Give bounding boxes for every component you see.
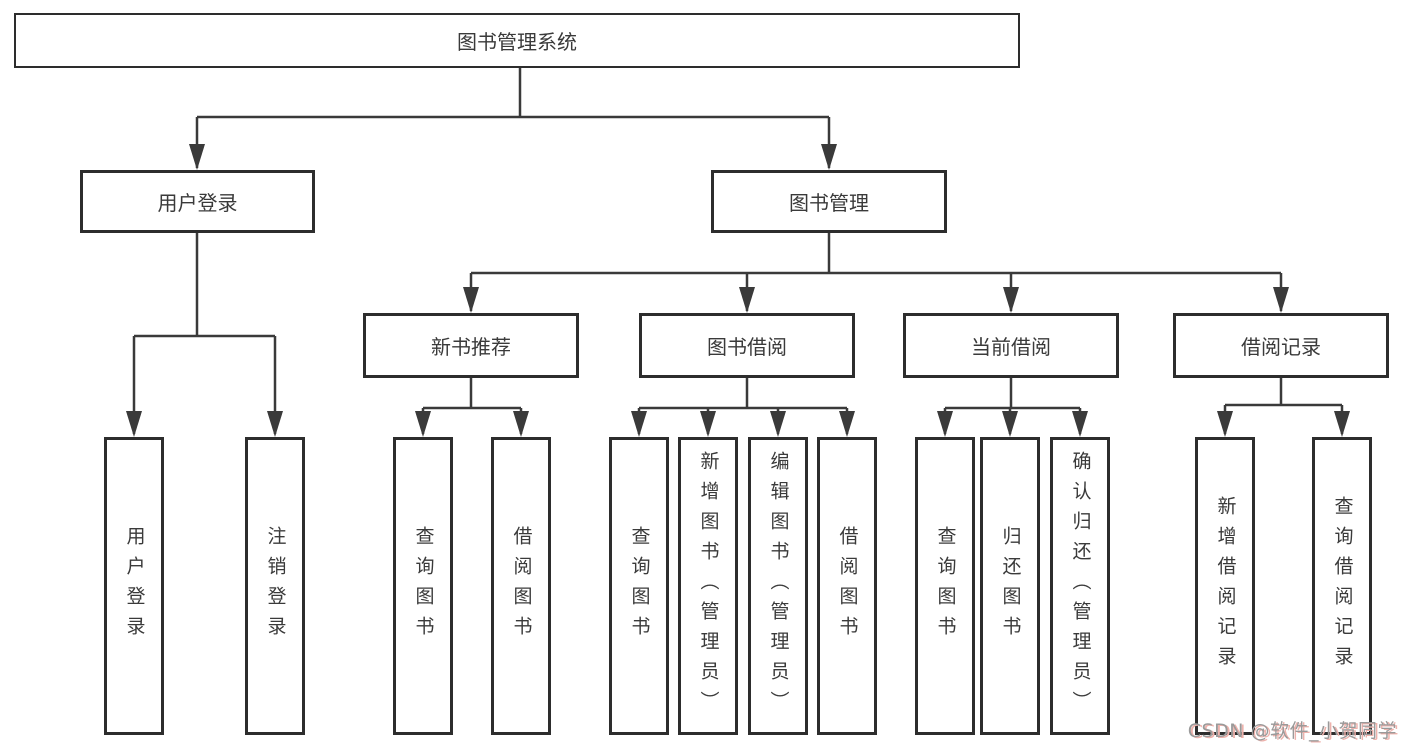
node-leaf-confirm-return-admin-label: 确认归还（管理员） [1069, 451, 1092, 721]
connector-new-book-recommendation-to-children [421, 378, 523, 434]
node-new-book-recommendation: 新书推荐 [363, 313, 579, 378]
node-leaf-borrow-books-recommendation-label: 借阅图书 [510, 526, 533, 646]
node-current-borrowing: 当前借阅 [903, 313, 1119, 378]
node-leaf-query-borrow-record: 查询借阅记录 [1312, 437, 1372, 735]
node-leaf-edit-books-admin: 编辑图书（管理员） [748, 437, 808, 735]
node-root-label: 图书管理系统 [457, 30, 577, 54]
node-new-book-recommendation-label: 新书推荐 [431, 335, 511, 359]
node-leaf-query-books-current: 查询图书 [915, 437, 975, 735]
node-leaf-query-books-recommendation-label: 查询图书 [412, 526, 435, 646]
connector-book-borrowing-to-children [637, 378, 849, 434]
node-leaf-add-books-admin-label: 新增图书（管理员） [697, 451, 720, 721]
csdn-watermark: CSDN @软件_小贺同学 [1187, 720, 1397, 742]
node-leaf-borrow-books-borrowing: 借阅图书 [817, 437, 877, 735]
node-book-borrowing: 图书借阅 [639, 313, 855, 378]
node-leaf-add-borrow-record: 新增借阅记录 [1195, 437, 1255, 735]
node-borrowing-records: 借阅记录 [1173, 313, 1389, 378]
node-book-borrowing-label: 图书借阅 [707, 335, 787, 359]
node-leaf-query-books-recommendation: 查询图书 [393, 437, 453, 735]
node-leaf-query-books-current-label: 查询图书 [934, 526, 957, 646]
node-current-borrowing-label: 当前借阅 [971, 335, 1051, 359]
node-user-login-label: 用户登录 [157, 191, 238, 215]
node-leaf-query-books-borrowing: 查询图书 [609, 437, 669, 735]
connector-borrowing-records-to-children [1223, 378, 1344, 434]
node-leaf-edit-books-admin-label: 编辑图书（管理员） [767, 451, 790, 721]
connector-user-login-to-children [132, 233, 277, 434]
node-leaf-user-login: 用户登录 [104, 437, 164, 735]
node-leaf-logout-label: 注销登录 [264, 526, 287, 646]
node-user-login: 用户登录 [80, 170, 315, 233]
node-leaf-user-login-label: 用户登录 [123, 526, 146, 646]
connector-root-to-level2 [195, 68, 831, 168]
connector-book-management-to-children [469, 233, 1283, 311]
node-borrowing-records-label: 借阅记录 [1241, 335, 1321, 359]
node-leaf-add-borrow-record-label: 新增借阅记录 [1214, 496, 1237, 676]
node-root: 图书管理系统 [14, 13, 1020, 68]
node-leaf-borrow-books-borrowing-label: 借阅图书 [836, 526, 859, 646]
node-leaf-borrow-books-recommendation: 借阅图书 [491, 437, 551, 735]
node-leaf-logout: 注销登录 [245, 437, 305, 735]
node-leaf-return-books-label: 归还图书 [999, 526, 1022, 646]
node-book-management-label: 图书管理 [789, 191, 869, 215]
node-leaf-return-books: 归还图书 [980, 437, 1040, 735]
node-leaf-query-books-borrowing-label: 查询图书 [628, 526, 651, 646]
node-leaf-add-books-admin: 新增图书（管理员） [678, 437, 738, 735]
node-book-management: 图书管理 [711, 170, 947, 233]
node-leaf-confirm-return-admin: 确认归还（管理员） [1050, 437, 1110, 735]
node-leaf-query-borrow-record-label: 查询借阅记录 [1331, 496, 1354, 676]
